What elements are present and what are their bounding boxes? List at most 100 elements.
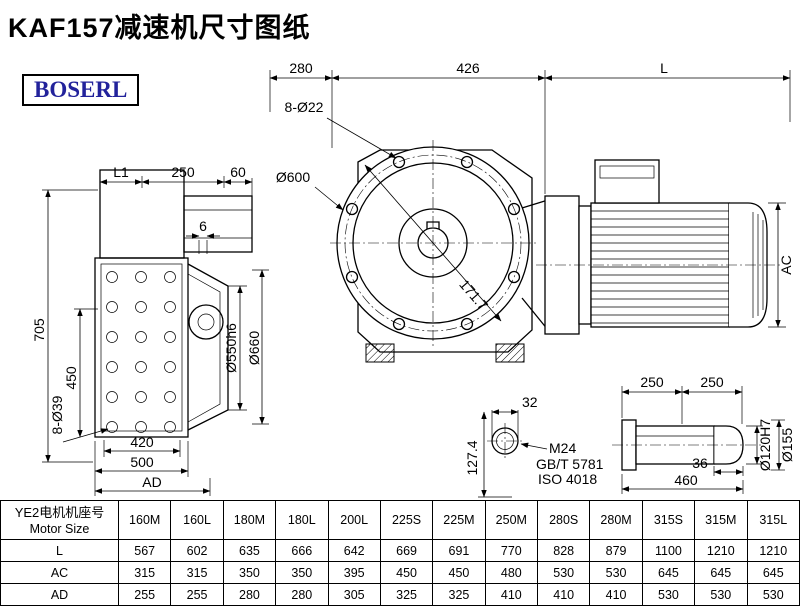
dim-705: 705 (31, 318, 47, 342)
dim-d120h7: Ø120H7 (757, 419, 773, 471)
spec-cell: 666 (275, 539, 329, 562)
dim-280: 280 (289, 60, 313, 76)
spec-cell: 642 (327, 539, 381, 562)
spec-cell: 325 (432, 583, 486, 606)
spec-cell: 879 (589, 539, 643, 562)
spec-cell: 602 (170, 539, 224, 562)
spec-cell: 305 (327, 583, 381, 606)
spec-cell: 828 (536, 539, 591, 562)
dim-36: 36 (692, 455, 708, 471)
side-view (94, 169, 253, 438)
spec-cell: 410 (484, 583, 539, 606)
dim-426: 426 (456, 60, 480, 76)
spec-cell: 567 (117, 539, 172, 562)
motor-cooling-fins (591, 210, 729, 324)
spec-cell: 350 (275, 561, 329, 584)
spec-cell: 691 (432, 539, 486, 562)
dim-AD: AD (142, 474, 161, 490)
spec-cell: 325 (379, 583, 434, 606)
spec-cell: 645 (746, 561, 800, 584)
dim-d660: Ø660 (246, 331, 262, 365)
spec-cell: 315 (170, 561, 224, 584)
spec-cell: 395 (327, 561, 381, 584)
reducer-dimension-drawing: L1 250 60 6 705 450 8-Ø39 420 500 AD Ø55… (31, 60, 795, 498)
spec-cell: 635 (222, 539, 277, 562)
top-dimensions: 280 426 L (269, 60, 791, 194)
front-view-callouts: 8-Ø22 Ø600 (276, 99, 397, 211)
note-gbt-5781: GB/T 5781 (536, 456, 604, 472)
spec-cell: 280 (275, 583, 329, 606)
spec-cell: 530 (589, 561, 643, 584)
spec-cell: 645 (641, 561, 696, 584)
spec-cell: 315 (117, 561, 172, 584)
size-col-header: 315S (641, 500, 696, 540)
dim-32: 32 (522, 394, 538, 410)
size-col-header: 250M (484, 500, 539, 540)
dim-L: L (660, 60, 668, 76)
size-col-header: 280M (589, 500, 643, 540)
terminal-box (594, 159, 660, 204)
dim-250-side: 250 (171, 164, 195, 180)
dim-d155: Ø155 (779, 428, 795, 462)
dim-460: 460 (674, 472, 698, 488)
note-iso-4018: ISO 4018 (538, 471, 597, 487)
dim-250-b: 250 (700, 374, 724, 390)
dim-L1: L1 (113, 164, 129, 180)
note-m24: M24 (549, 440, 576, 456)
spec-cell: 669 (379, 539, 434, 562)
output-shaft-view: 250 250 36 460 Ø120H7 Ø155 (612, 374, 795, 494)
size-col-header: 200L (327, 500, 381, 540)
size-col-header: 180M (222, 500, 277, 540)
dim-d550h6: Ø550h6 (223, 323, 239, 373)
spec-cell: 255 (170, 583, 224, 606)
row-label: AD (0, 583, 119, 606)
size-col-header: 315M (694, 500, 748, 540)
dim-8-d22: 8-Ø22 (285, 99, 324, 115)
page-title: KAF157减速机尺寸图纸 (8, 13, 311, 43)
front-view: 171.7 (330, 140, 549, 363)
spec-cell: 480 (484, 561, 539, 584)
size-col-header: 280S (536, 500, 591, 540)
spec-cell: 450 (432, 561, 486, 584)
spec-cell: 350 (222, 561, 277, 584)
size-col-header: 225M (432, 500, 486, 540)
row-label: AC (0, 561, 119, 584)
spec-cell: 450 (379, 561, 434, 584)
dim-6: 6 (199, 218, 207, 234)
dim-450: 450 (63, 366, 79, 390)
flange-bolt-holes (345, 155, 521, 331)
dim-127-4: 127.4 (464, 440, 480, 475)
spec-cell: 280 (222, 583, 277, 606)
dim-d600: Ø600 (276, 169, 310, 185)
dim-AC: AC (778, 255, 794, 274)
mounting-foot-left (365, 343, 395, 363)
side-view-dimensions: L1 250 60 6 705 450 8-Ø39 420 500 AD Ø55… (31, 164, 269, 496)
spec-cell: 410 (536, 583, 591, 606)
motor-size-header-cn: YE2电机机座号 (14, 504, 105, 520)
spec-cell: 645 (694, 561, 748, 584)
shaft-end-detail: 32 127.4 M24 GB/T 5781 ISO 4018 (464, 394, 604, 498)
spec-cell: 530 (641, 583, 696, 606)
mounting-foot-right (495, 343, 525, 363)
dim-250-a: 250 (640, 374, 664, 390)
dim-420: 420 (130, 434, 154, 450)
spec-cell: 1100 (641, 539, 696, 562)
dim-8-d39: 8-Ø39 (49, 395, 65, 434)
size-col-header: 180L (275, 500, 329, 540)
spec-cell: 530 (746, 583, 800, 606)
spec-cell: 1210 (746, 539, 800, 562)
row-label: L (0, 539, 119, 562)
spec-cell: 530 (694, 583, 748, 606)
size-col-header: 315L (746, 500, 800, 540)
spec-cell: 530 (536, 561, 591, 584)
spec-cell: 410 (589, 583, 643, 606)
brand-logo: BOSERL (22, 74, 140, 106)
dim-500: 500 (130, 454, 154, 470)
